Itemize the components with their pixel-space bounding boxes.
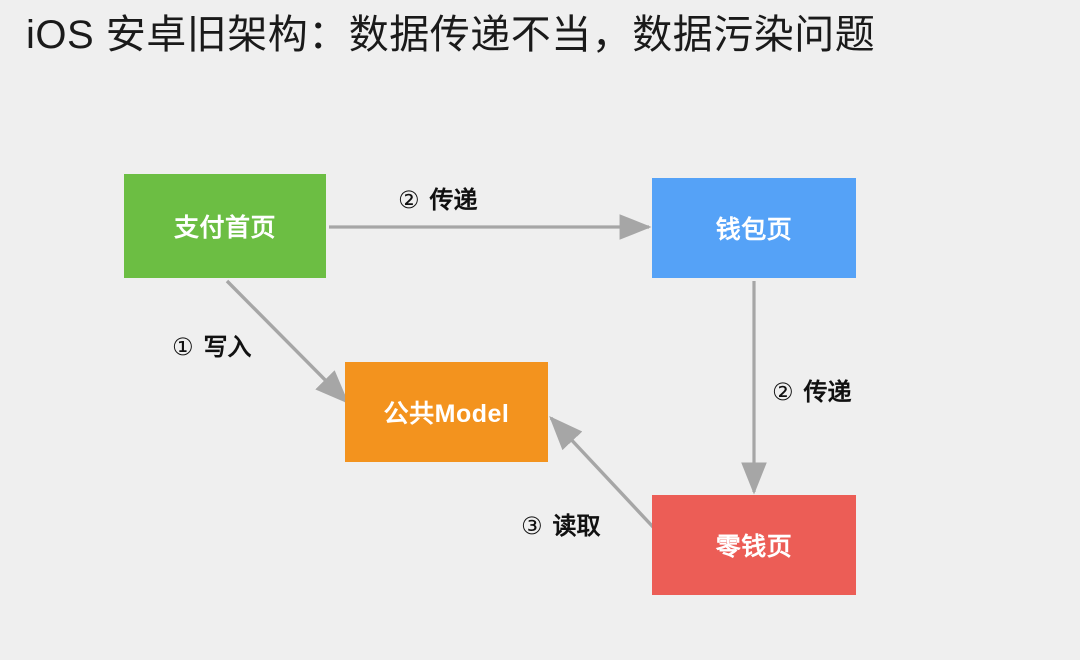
edge-text-transfer-top: 传递 bbox=[429, 187, 478, 214]
edge-text-write: 写入 bbox=[203, 334, 252, 361]
edge-label-pay-home-to-wallet: ② 传递 bbox=[398, 180, 478, 215]
node-pay-home[interactable]: 支付首页 bbox=[124, 174, 326, 278]
edge-number-2-right: ② bbox=[772, 379, 794, 406]
page-title: iOS 安卓旧架构：数据传递不当，数据污染问题 bbox=[26, 13, 876, 57]
edge-label-pay-home-to-model: ① 写入 bbox=[172, 327, 252, 362]
edge-label-change-to-model: ③ 读取 bbox=[521, 506, 601, 541]
edge-number-1: ① bbox=[172, 334, 194, 361]
node-wallet-label: 钱包页 bbox=[715, 216, 793, 244]
edge-number-3: ③ bbox=[521, 513, 543, 540]
node-public-model[interactable]: 公共Model bbox=[345, 362, 548, 462]
edge-text-read: 读取 bbox=[552, 513, 601, 540]
edge-number-2-top: ② bbox=[398, 187, 420, 214]
node-pay-home-label: 支付首页 bbox=[173, 214, 276, 242]
node-change-label: 零钱页 bbox=[715, 533, 793, 561]
edge-pay-home-to-model bbox=[225, 279, 349, 404]
edge-label-wallet-to-change: ② 传递 bbox=[772, 372, 852, 407]
node-change[interactable]: 零钱页 bbox=[652, 495, 856, 595]
edge-text-transfer-right: 传递 bbox=[803, 379, 852, 406]
node-wallet[interactable]: 钱包页 bbox=[652, 178, 856, 278]
node-public-model-label: 公共Model bbox=[383, 400, 510, 428]
edge-change-to-model bbox=[549, 416, 656, 530]
